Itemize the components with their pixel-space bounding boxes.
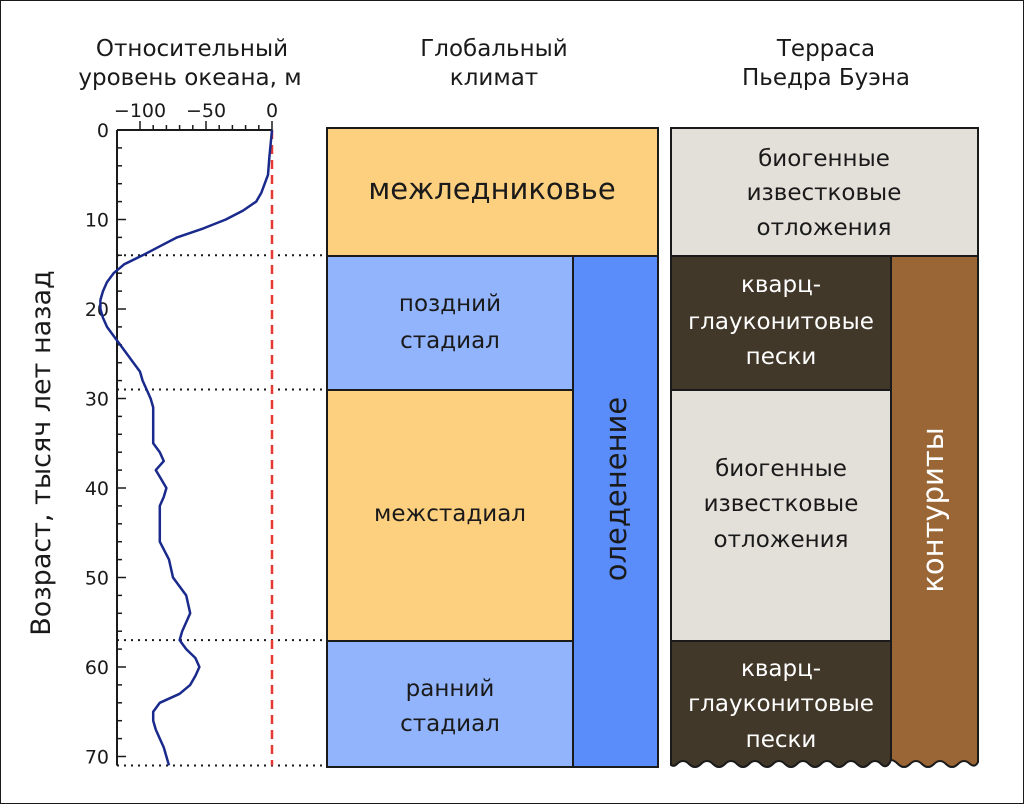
y-tick-label: 50 — [85, 568, 109, 590]
biogenic-mid-label-line-1: биогенные — [715, 456, 847, 482]
biogenic-mid-label-line-2: известковые — [704, 491, 859, 517]
x-tick-label: −50 — [186, 100, 226, 122]
terrace-header-line-1: Терраса — [776, 36, 875, 62]
glaciation-block — [572, 255, 659, 768]
y-axis-label: Возраст, тысяч лет назад — [26, 270, 57, 635]
biogenic-mid-label-line-3: отложения — [714, 527, 849, 553]
quartz-lower-label-line-3: пески — [746, 727, 817, 753]
late-stadial-label-line-2: стадиал — [400, 328, 500, 354]
y-tick-label: 70 — [85, 747, 109, 769]
terrace-header-line-2: Пьедра Буэна — [742, 65, 910, 91]
biogenic-top-label-line-1: биогенные — [758, 146, 890, 172]
quartz-sand-upper-block — [670, 255, 892, 391]
interglacial-label: межледниковье — [368, 172, 615, 206]
quartz-sand-lower-block — [670, 640, 892, 768]
interstadial-block — [326, 389, 574, 642]
interglacial-block — [326, 127, 659, 257]
quartz-lower-label-line-2: глауконитовые — [688, 691, 874, 717]
quartz-lower-label-line-1: кварц- — [741, 656, 821, 682]
biogenic-top-label-line-2: известковые — [747, 180, 902, 206]
y-tick-label: 0 — [97, 120, 109, 142]
glaciation-label: оледенение — [599, 397, 633, 581]
x-tick-label: −100 — [114, 100, 166, 122]
late-stadial-block — [326, 255, 574, 391]
sea-level-header-line-1: Относительный — [96, 36, 288, 62]
late-stadial-label-line-1: поздний — [399, 291, 501, 317]
climate-header-line-2: климат — [450, 65, 538, 91]
quartz-upper-label-line-2: глауконитовые — [688, 309, 874, 335]
biogenic-top-label-line-3: отложения — [757, 215, 892, 241]
sea-level-curve — [99, 129, 274, 766]
biogenic-mid-block — [670, 389, 892, 642]
climate-column: межледниковье поздний стадиал межстадиал… — [326, 127, 659, 768]
interstadial-label: межстадиал — [374, 501, 526, 527]
y-tick-label: 30 — [85, 389, 109, 411]
y-tick-label: 20 — [85, 299, 109, 321]
contourites-block — [890, 255, 979, 768]
quartz-upper-label-line-3: пески — [746, 344, 817, 370]
contourites-label: контуриты — [916, 427, 950, 592]
biogenic-top-block — [670, 127, 979, 257]
y-tick-label: 60 — [85, 657, 109, 679]
x-tick-label: 0 — [266, 100, 278, 122]
y-tick-label: 40 — [85, 478, 109, 500]
early-stadial-label-line-1: ранний — [406, 676, 495, 702]
early-stadial-label-line-2: стадиал — [400, 711, 500, 737]
climate-header-line-1: Глобальный — [420, 36, 567, 62]
terrace-column: биогенные известковые отложения кварц- г… — [670, 127, 979, 768]
sea-level-header-line-2: уровень океана, м — [78, 65, 301, 91]
quartz-upper-label-line-1: кварц- — [741, 272, 821, 298]
y-tick-label: 10 — [85, 210, 109, 232]
sea-level-plot: 0 10 20 30 40 50 60 70 −100 −50 0 — [85, 100, 325, 769]
early-stadial-block — [326, 640, 574, 768]
